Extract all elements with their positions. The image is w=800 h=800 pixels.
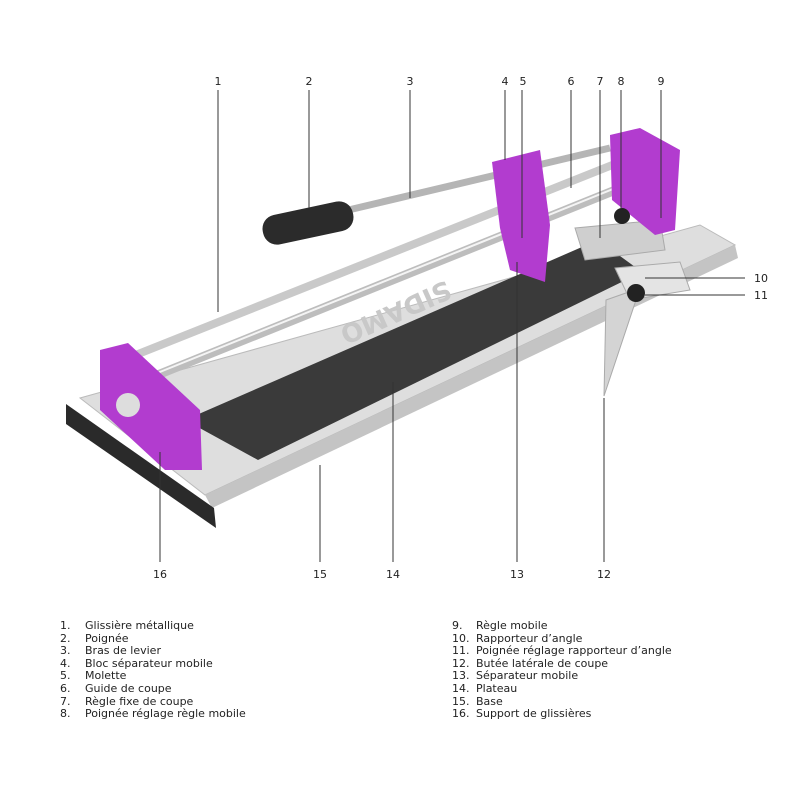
legend-number: 5. — [60, 669, 71, 683]
legend-number: 4. — [60, 656, 71, 670]
legend-item: 14. Plateau — [452, 681, 672, 696]
legend-item: 4. Bloc séparateur mobile — [60, 656, 246, 671]
legend-number: 9. — [452, 619, 463, 632]
legend-label: Base — [476, 694, 503, 708]
ruler-knob — [614, 208, 630, 224]
callout-13: 13 — [510, 568, 524, 581]
legend-label: Bloc séparateur mobile — [85, 656, 213, 670]
legend-item: 11. Poignée réglage rapporteur d’angle — [452, 645, 672, 658]
carriage — [492, 150, 550, 282]
legend-label: Séparateur mobile — [476, 669, 579, 683]
lever-arm — [339, 144, 611, 216]
handle — [262, 201, 354, 245]
legend-item: 16. Support de glissières — [452, 708, 672, 721]
butee-laterale — [603, 287, 641, 397]
legend-item: 7. Règle fixe de coupe — [60, 694, 246, 709]
legend-number: 11. — [452, 644, 470, 658]
callout-5: 5 — [520, 75, 527, 88]
legend-number: 12. — [452, 656, 470, 670]
rail-back — [126, 144, 657, 362]
legend-label: Rapporteur d’angle — [476, 631, 583, 645]
regle-fixe — [574, 219, 666, 261]
legend-number: 14. — [452, 681, 470, 695]
legend-label: Poignée réglage règle mobile — [85, 707, 246, 721]
callout-10: 10 — [754, 272, 768, 285]
legend-number: 3. — [60, 644, 71, 658]
callout-lines — [159, 90, 745, 562]
callout-4: 4 — [502, 75, 509, 88]
legend-item: 13. Séparateur mobile — [452, 670, 672, 683]
callout-1: 1 — [215, 75, 222, 88]
base-end-strip — [66, 404, 216, 528]
legend-label: Règle fixe de coupe — [85, 694, 194, 708]
callout-7: 7 — [597, 75, 604, 88]
legend-left: 1. Glissière métallique 2. Poignée 3. Bras de… — [60, 619, 246, 721]
legend-number: 2. — [60, 631, 71, 645]
legend-number: 8. — [60, 707, 71, 721]
base-front-edge — [205, 245, 738, 508]
left-rail-support — [100, 343, 202, 470]
protractor-knob — [627, 284, 645, 302]
legend-number: 16. — [452, 707, 470, 721]
callout-16: 16 — [153, 568, 167, 581]
legend-label: Guide de coupe — [85, 681, 172, 695]
callout-11: 11 — [754, 289, 768, 302]
plateau — [185, 240, 642, 460]
right-rail-support — [610, 128, 680, 235]
callout-14: 14 — [386, 568, 400, 581]
legend-item: 8. Poignée réglage règle mobile — [60, 708, 246, 721]
legend-number: 10. — [452, 631, 470, 645]
support-hole — [116, 393, 140, 417]
callout-9: 9 — [658, 75, 665, 88]
legend-label: Poignée — [85, 631, 129, 645]
legend-label: Glissière métallique — [85, 619, 194, 632]
callout-8: 8 — [618, 75, 625, 88]
legend-number: 13. — [452, 669, 470, 683]
legend-number: 15. — [452, 694, 470, 708]
callout-6: 6 — [568, 75, 575, 88]
legend-number: 6. — [60, 681, 71, 695]
legend-item: 6. Guide de coupe — [60, 681, 246, 696]
legend-number: 1. — [60, 619, 71, 632]
legend-item: 3. Bras de levier — [60, 645, 246, 658]
legend-item: 12. Butée latérale de coupe — [452, 656, 672, 671]
legend-item: 15. Base — [452, 694, 672, 709]
rail-front — [143, 165, 667, 385]
callout-15: 15 — [313, 568, 327, 581]
legend-label: Butée latérale de coupe — [476, 656, 609, 670]
legend-item: 2. Poignée — [60, 631, 246, 646]
legend-item: 5. Molette — [60, 670, 246, 683]
rail-highlight — [144, 167, 666, 379]
legend-label: Support de glissières — [476, 707, 592, 721]
legend-item: 10. Rapporteur d’angle — [452, 631, 672, 646]
legend-label: Molette — [85, 669, 127, 683]
legend-label: Plateau — [476, 681, 518, 695]
legend-label: Poignée réglage rapporteur d’angle — [476, 644, 672, 658]
legend-right: 9. Règle mobile 10. Rapporteur d’angle 11. Po… — [452, 619, 672, 721]
legend-number: 7. — [60, 694, 71, 708]
legend-item: 9. Règle mobile — [452, 619, 672, 633]
legend-label: Règle mobile — [476, 619, 548, 632]
callout-3: 3 — [407, 75, 414, 88]
legend-label: Bras de levier — [85, 644, 161, 658]
callout-2: 2 — [306, 75, 313, 88]
legend-item: 1. Glissière métallique — [60, 619, 246, 633]
callout-12: 12 — [597, 568, 611, 581]
